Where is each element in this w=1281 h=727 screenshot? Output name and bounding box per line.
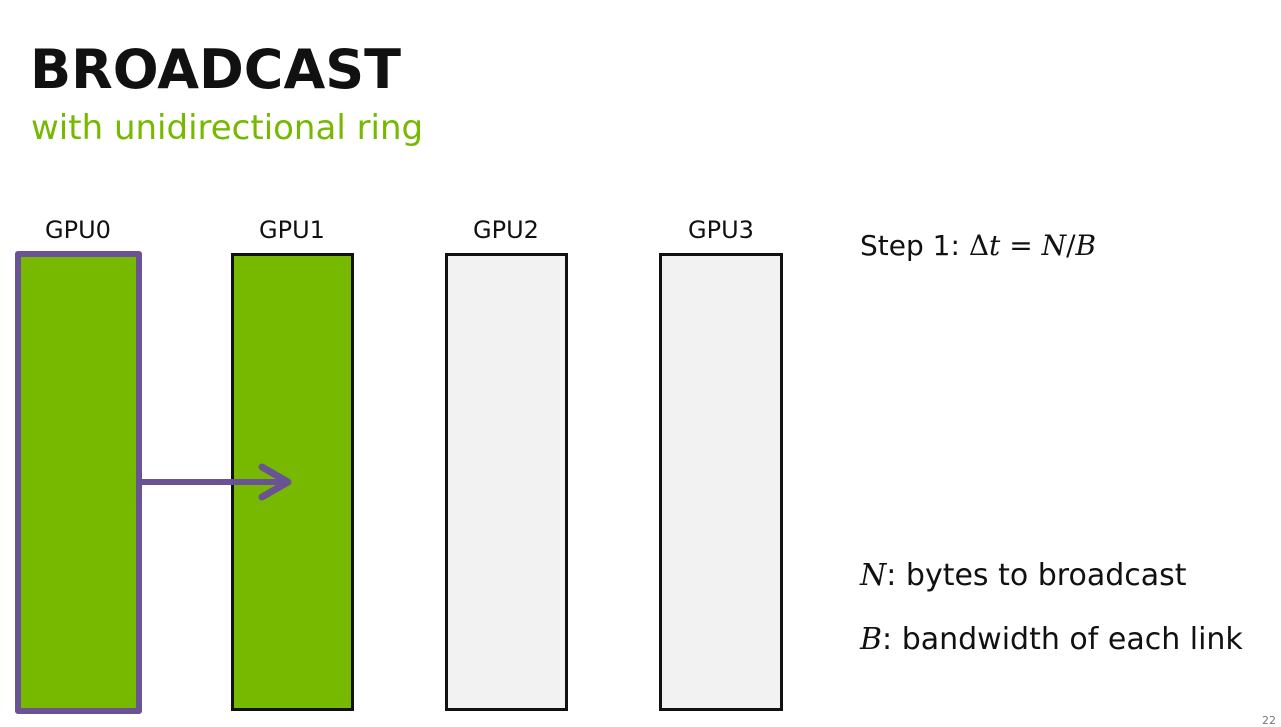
denominator-B: B	[1075, 229, 1097, 262]
numerator-N: N	[1041, 229, 1067, 262]
t-variable: t	[989, 229, 1001, 262]
legend-item-B: B: bandwidth of each link	[860, 620, 1243, 660]
gpu3-buffer	[659, 253, 783, 711]
step-label: Step 1:	[860, 229, 960, 262]
legend-var: B	[860, 622, 883, 657]
gpu2-buffer	[445, 253, 568, 711]
gpu2-label: GPU2	[473, 216, 539, 244]
legend-item-N: N: bytes to broadcast	[860, 556, 1187, 596]
slash: /	[1066, 229, 1076, 262]
legend-var: N	[860, 558, 887, 593]
slide-subtitle: with unidirectional ring	[31, 108, 424, 148]
fraction: N/B	[1042, 229, 1097, 262]
delta-t: Δt	[969, 229, 1001, 262]
gpu3-label: GPU3	[688, 216, 754, 244]
legend-text: bandwidth of each link	[901, 622, 1243, 657]
arrow-head-icon	[258, 463, 292, 501]
legend-text: bytes to broadcast	[905, 558, 1187, 593]
gpu0-buffer-source	[15, 251, 142, 714]
slide-title: BROADCAST	[30, 38, 401, 101]
step-formula: Step 1: Δt = N/B	[860, 226, 1096, 266]
delta-symbol: Δ	[968, 229, 990, 262]
legend-sep: :	[886, 558, 906, 593]
legend-sep: :	[882, 622, 902, 657]
page-number: 22	[1262, 714, 1276, 727]
gpu1-label: GPU1	[259, 216, 325, 244]
gpu0-label: GPU0	[45, 216, 111, 244]
equals-sign: =	[1009, 229, 1033, 262]
